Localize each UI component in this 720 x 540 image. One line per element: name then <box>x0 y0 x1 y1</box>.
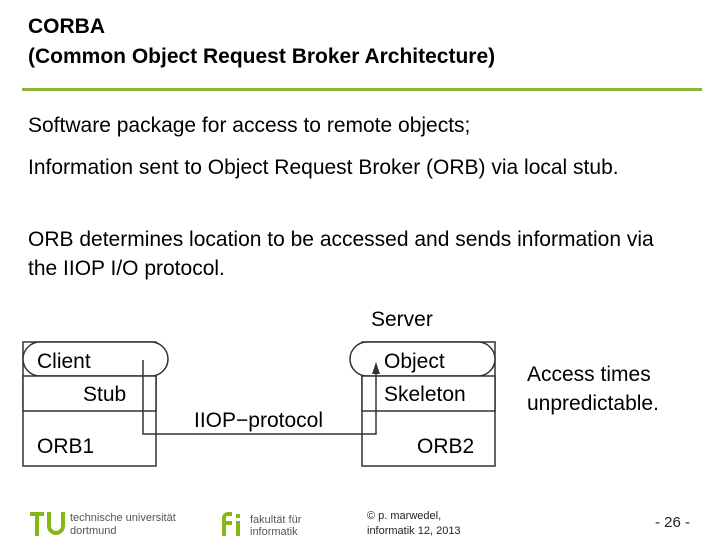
page-number: - 26 - <box>655 514 691 531</box>
title-line-2: (Common Object Request Broker Architectu… <box>28 45 496 68</box>
tu-logo-icon <box>30 512 65 536</box>
fi-line-1: fakultät für <box>250 514 302 526</box>
corba-diagram: Client Stub ORB1 Server Object Skeleton … <box>22 308 496 467</box>
arrow-head <box>372 362 380 374</box>
copyright-line-1: © p. marwedel, <box>367 510 442 522</box>
skeleton-label: Skeleton <box>384 383 466 406</box>
tu-line-2: dortmund <box>70 525 117 537</box>
protocol-label-bg <box>190 405 342 431</box>
stub-box <box>22 375 157 412</box>
orb1-label: ORB1 <box>37 435 94 458</box>
copyright-line-2: informatik 12, 2013 <box>367 525 461 537</box>
note-line-1: Access times <box>527 363 651 386</box>
fi-line-2: informatik <box>250 526 298 538</box>
paragraph-local-stub: Information sent to Object Request Broke… <box>28 156 619 179</box>
client-label: Client <box>37 350 91 373</box>
tu-wordmark: technische universität dortmund <box>70 512 176 538</box>
stub-label: Stub <box>83 383 126 406</box>
orb2-label: ORB2 <box>417 435 474 458</box>
copyright: © p. marwedel, informatik 12, 2013 <box>367 509 461 539</box>
protocol-label: IIOP−protocol <box>194 409 323 432</box>
slide-title: CORBA (Common Object Request Broker Arch… <box>28 12 495 72</box>
fi-wordmark: fakultät für informatik <box>250 514 301 538</box>
paragraph-remote-objects: Software package for access to remote ob… <box>28 114 471 137</box>
server-label: Server <box>371 308 433 331</box>
object-label: Object <box>384 350 445 373</box>
access-times-note: Access times unpredictable. <box>527 360 659 418</box>
title-divider <box>22 88 702 91</box>
fi-logo-icon <box>222 512 240 536</box>
skeleton-box <box>361 375 496 412</box>
tu-line-1: technische universität <box>70 512 176 524</box>
paragraph-orb-location: ORB determines location to be accessed a… <box>28 228 654 280</box>
iiop-path <box>142 360 377 435</box>
note-line-2: unpredictable. <box>527 392 659 415</box>
title-line-1: CORBA <box>28 15 105 38</box>
